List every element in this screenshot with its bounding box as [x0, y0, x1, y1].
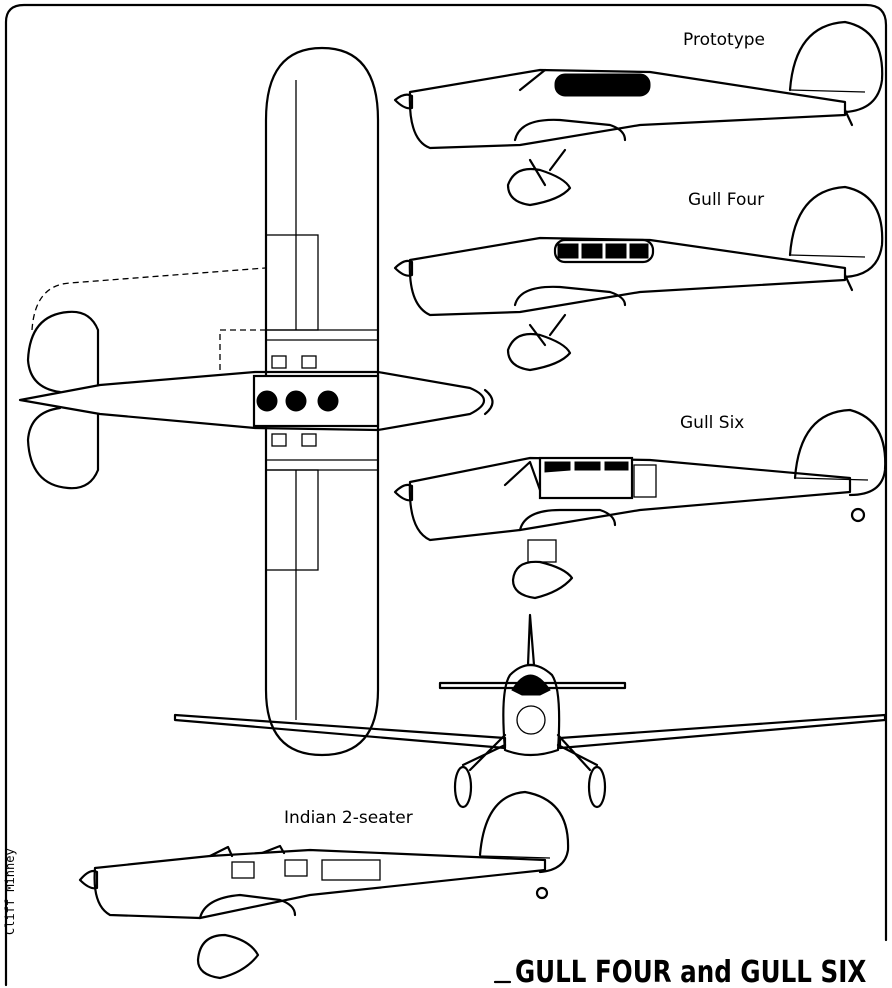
label-prototype: Prototype [683, 30, 765, 50]
label-gull-four: Gull Four [688, 190, 764, 210]
label-indian-2-seater: Indian 2-seater [284, 808, 413, 828]
prototype-side-view [393, 20, 884, 207]
drawing-title: GULL FOUR and GULL SIX [515, 956, 866, 988]
indian-two-seater-side-view [78, 790, 570, 980]
artist-signature: Cliff Minney [3, 848, 17, 935]
label-gull-six: Gull Six [680, 413, 744, 433]
frame-border [4, 3, 888, 987]
gull-six-side-view [393, 408, 887, 600]
plan-view [18, 46, 494, 757]
front-view [173, 613, 887, 809]
gull-four-side-view [393, 185, 884, 372]
